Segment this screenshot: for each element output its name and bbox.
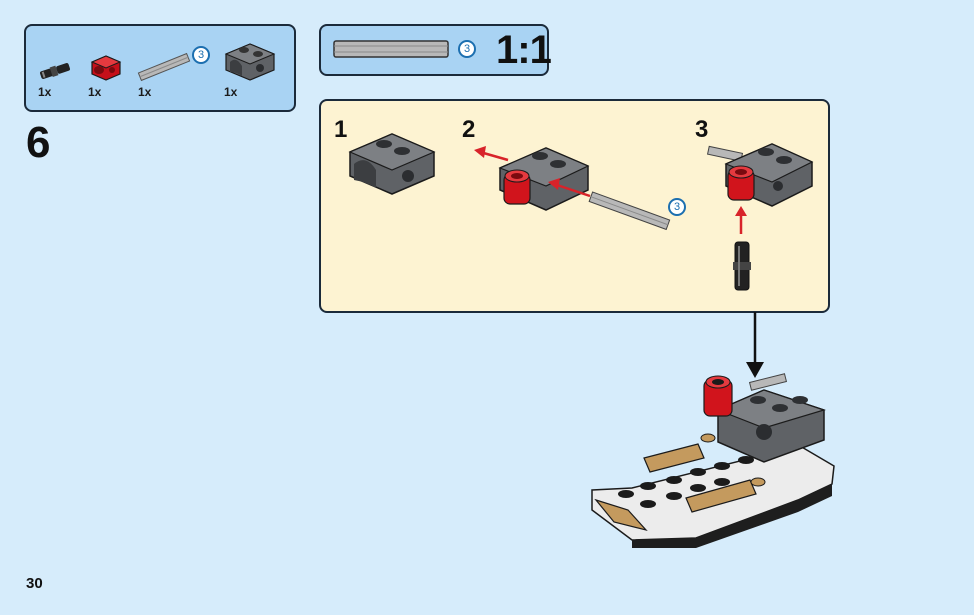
part-quantity-2: 1x <box>88 85 102 99</box>
scale-ratio-label: 1:1 <box>496 28 552 72</box>
axle-length-callout-step-2: 3 <box>668 198 686 216</box>
sub-step-number-3: 3 <box>695 116 709 143</box>
pin-with-bush-icon <box>40 63 70 79</box>
axle-3-icon <box>137 52 191 82</box>
sub-step-2-illustration <box>474 146 671 231</box>
sub-step-number-1: 1 <box>334 116 348 143</box>
red-connector-icon <box>90 55 122 81</box>
axle-length-callout: 3 <box>192 46 210 64</box>
down-arrow-icon <box>746 312 764 378</box>
part-quantity-1: 1x <box>38 85 52 99</box>
axle-scale-icon <box>333 40 449 58</box>
sub-step-number-2: 2 <box>462 116 476 143</box>
scale-length-callout: 3 <box>458 40 476 58</box>
sub-step-3-illustration <box>706 143 814 291</box>
part-quantity-3: 1x <box>138 85 152 99</box>
gray-claw-brick-illustration <box>348 133 436 195</box>
gray-claw-brick-icon <box>224 43 276 81</box>
step-number: 6 <box>26 118 51 167</box>
part-quantity-4: 1x <box>224 85 238 99</box>
boat-model-illustration <box>591 373 835 548</box>
page-number: 30 <box>26 575 43 592</box>
